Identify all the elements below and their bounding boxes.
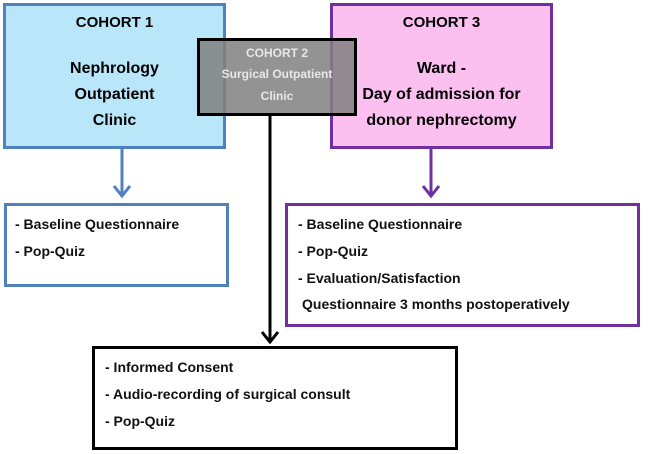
cohort1-task-baseline-questionnaire: - Baseline Questionnaire	[15, 216, 180, 232]
cohort1-line-3: Clinic	[92, 112, 137, 129]
cohort3-task-pop-quiz: - Pop-Quiz	[298, 243, 368, 259]
cohort2-task-audio-recording: - Audio-recording of surgical consult	[105, 386, 351, 402]
cohort3-tasks-box: - Baseline Questionnaire - Pop-Quiz - Ev…	[285, 203, 640, 327]
cohort2-task-pop-quiz: - Pop-Quiz	[105, 413, 175, 429]
cohort1-line-2: Outpatient	[74, 86, 155, 103]
cohort2-line-1: Surgical Outpatient	[221, 67, 333, 81]
cohort1-arrowhead	[112, 185, 132, 199]
cohort3-task-questionnaire-postop: Questionnaire 3 months postoperatively	[302, 296, 570, 312]
cohort1-title: COHORT 1	[75, 14, 154, 31]
cohort2-box: COHORT 2 Surgical Outpatient Clinic	[197, 38, 357, 116]
cohort1-line-1: Nephrology	[70, 60, 159, 77]
cohort2-title: COHORT 2	[245, 46, 308, 60]
cohort3-title: COHORT 3	[402, 14, 481, 31]
cohort2-arrowhead	[260, 331, 280, 345]
cohort2-task-informed-consent: - Informed Consent	[105, 359, 234, 375]
cohort3-line-3: donor nephrectomy	[366, 112, 517, 129]
cohort3-line-2: Day of admission for	[362, 86, 521, 103]
cohort2-tasks-box: - Informed Consent - Audio-recording of …	[92, 346, 458, 450]
cohort1-tasks-box: - Baseline Questionnaire - Pop-Quiz	[4, 203, 229, 287]
cohort3-line-1: Ward -	[416, 60, 467, 77]
cohort3-box: COHORT 3 Ward - Day of admission for don…	[330, 3, 553, 149]
cohort1-task-pop-quiz: - Pop-Quiz	[15, 243, 85, 259]
cohort3-task-baseline-questionnaire: - Baseline Questionnaire	[298, 216, 463, 232]
cohort3-arrowhead	[421, 185, 441, 199]
cohort3-task-evaluation-satisfaction: - Evaluation/Satisfaction	[298, 270, 461, 286]
cohort1-box: COHORT 1 Nephrology Outpatient Clinic	[3, 3, 226, 149]
cohort2-line-2: Clinic	[260, 89, 294, 103]
